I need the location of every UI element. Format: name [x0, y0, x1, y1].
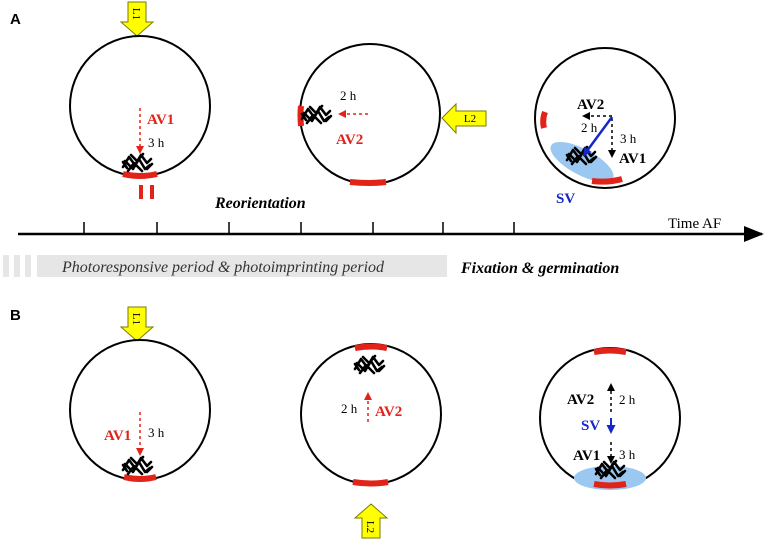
light-l2-arrow-a: L2	[441, 102, 487, 135]
photoresponsive-band: Photoresponsive period & photoimprinting…	[3, 255, 447, 277]
rhizoid-patch	[297, 105, 304, 127]
rhizoid-patch	[122, 171, 158, 179]
light-l2-label-b: L2	[364, 521, 376, 533]
light-l1-arrow-b: L1	[119, 306, 155, 342]
rhizoid-patch	[593, 347, 627, 355]
rhizoid-patch	[540, 110, 548, 129]
stage1-cell-a: AV1 3 h	[69, 35, 211, 199]
time-axis-label: Time AF	[668, 216, 721, 232]
rhizoid-patch	[349, 179, 387, 186]
duration-label: 3 h	[148, 425, 165, 440]
light-l2-label-a: L2	[464, 113, 476, 125]
rhizoid-zone	[574, 466, 646, 490]
av1-label: AV1	[147, 112, 174, 128]
duration-label: 2 h	[581, 120, 598, 135]
rhizoid-patch	[354, 343, 388, 351]
stage1-cell-b: AV1 3 h	[69, 339, 211, 482]
reorientation-label: Reorientation	[214, 195, 306, 212]
fixation-label: Fixation & germination	[460, 260, 619, 277]
av2-label: AV2	[336, 132, 363, 148]
rhizoid-patch	[593, 481, 627, 489]
av2-label: AV2	[375, 404, 402, 420]
av1-label: AV1	[573, 448, 600, 464]
light-l1-arrow-a: L1	[119, 1, 155, 37]
rhizoid-patch	[123, 474, 157, 482]
av2-label: AV2	[567, 392, 594, 408]
rhizoid-zone	[550, 141, 614, 183]
light-l1-label-b: L1	[130, 313, 142, 325]
panel-b-label: B	[10, 307, 21, 324]
rhizoid-tick	[139, 185, 143, 199]
duration-label: 3 h	[148, 135, 165, 150]
light-l2-arrow-b: L2	[353, 503, 389, 539]
duration-label: 3 h	[620, 131, 637, 146]
stage2-cell-b: 2 h AV2	[300, 343, 442, 487]
stage3-cell-b: AV2 2 h SV AV1 3 h	[539, 347, 681, 490]
av2-label: AV2	[577, 97, 604, 113]
stage2-cell-a: 2 h AV2	[297, 43, 441, 186]
light-l1-label-a: L1	[130, 8, 142, 20]
av1-label: AV1	[619, 151, 646, 167]
duration-label: 2 h	[619, 392, 636, 407]
av1-label: AV1	[104, 428, 131, 444]
sum-vector-label: SV	[556, 191, 575, 207]
rhizoid-tick	[150, 185, 154, 199]
photoresponsive-label: Photoresponsive period & photoimprinting…	[61, 259, 385, 276]
duration-label: 2 h	[341, 401, 358, 416]
stage3-cell-a: AV2 2 h 3 h AV1 SV	[534, 47, 676, 207]
sum-vector-label: SV	[581, 418, 600, 434]
rhizoid-patch	[591, 176, 623, 185]
sum-vector-arrow	[582, 116, 614, 157]
panel-a-label: A	[10, 11, 21, 28]
duration-label: 3 h	[619, 447, 636, 462]
duration-label: 2 h	[340, 88, 357, 103]
rhizoid-patch	[352, 479, 389, 487]
time-axis: Time AF	[18, 216, 764, 242]
